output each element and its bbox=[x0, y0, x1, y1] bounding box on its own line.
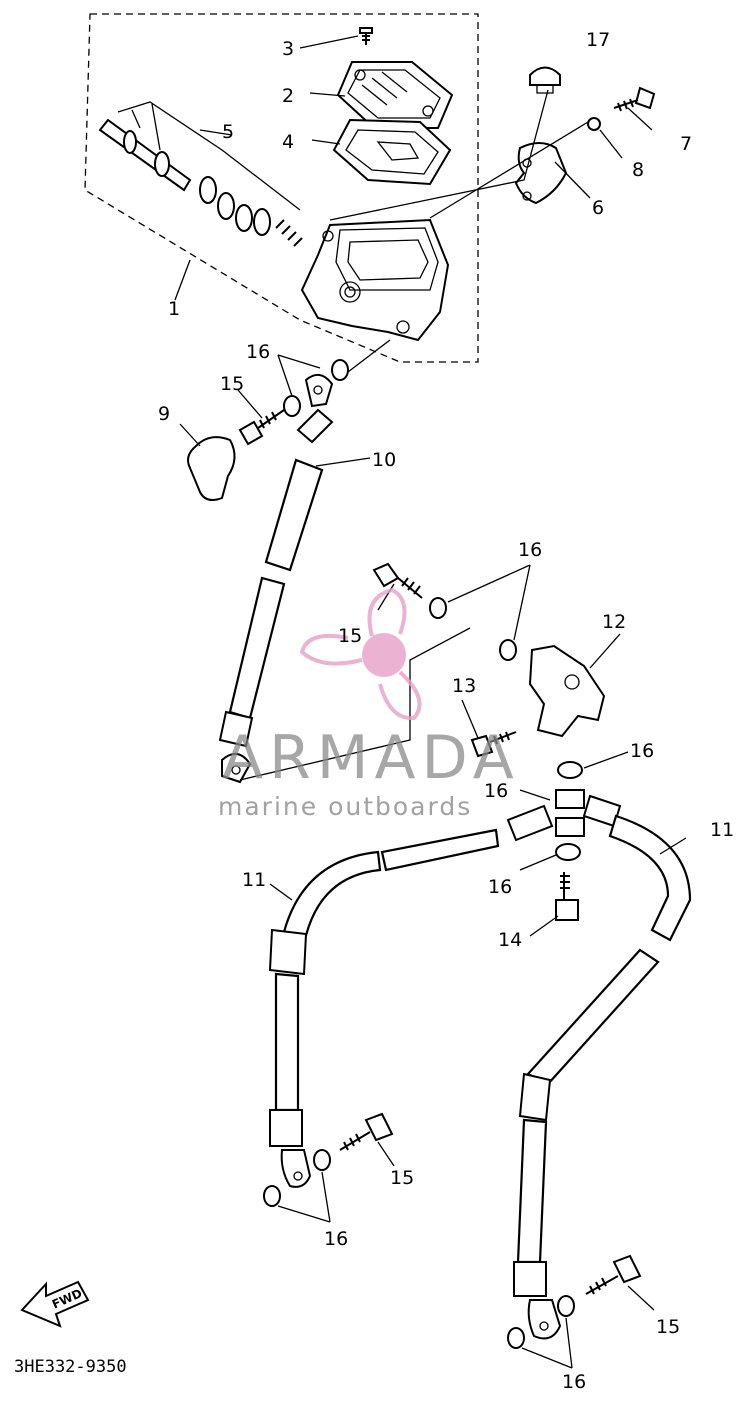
part-11-brake-hose bbox=[513, 794, 692, 1340]
callout: 2 bbox=[282, 85, 294, 107]
callout: 14 bbox=[498, 929, 522, 951]
callout: 1 bbox=[168, 298, 180, 320]
part-13-bolt bbox=[470, 731, 517, 758]
watermark-tagline: marine outboards bbox=[218, 792, 472, 821]
callout: 12 bbox=[602, 611, 626, 633]
fwd-arrow-icon: FWD bbox=[20, 1280, 90, 1328]
part-16-washer bbox=[429, 597, 447, 619]
callout: 10 bbox=[372, 449, 396, 471]
callout: 8 bbox=[632, 159, 644, 181]
callout: 4 bbox=[282, 131, 294, 153]
part-15-union-bolt bbox=[372, 562, 423, 599]
part-2-reservoir-cap bbox=[336, 61, 454, 129]
callout: 7 bbox=[680, 133, 692, 155]
callout: 3 bbox=[282, 38, 294, 60]
assembly-boundary bbox=[84, 13, 479, 363]
part-10-brake-hose bbox=[218, 373, 334, 784]
callout: 16 bbox=[246, 341, 270, 363]
callout: 15 bbox=[338, 625, 362, 647]
part-12-joint bbox=[528, 644, 606, 738]
part-16-washer bbox=[313, 1149, 331, 1171]
part-15-union-bolt bbox=[585, 1254, 642, 1295]
callout: 9 bbox=[158, 403, 170, 425]
part-15-union-bolt bbox=[238, 409, 285, 446]
part-9-cap bbox=[187, 436, 236, 501]
callout: 16 bbox=[562, 1371, 586, 1393]
watermark-brand: ARMADA bbox=[222, 723, 520, 793]
part-16-washer bbox=[557, 1295, 575, 1317]
callout: 16 bbox=[488, 876, 512, 898]
part-8-washer bbox=[587, 117, 601, 131]
part-7-bolt bbox=[613, 86, 656, 112]
part-5-piston-kit bbox=[98, 101, 303, 247]
part-16-washer bbox=[499, 639, 517, 661]
part-3-screw bbox=[359, 27, 373, 45]
part-16-washer bbox=[331, 359, 349, 381]
part-14-bolt bbox=[555, 872, 579, 921]
callout: 17 bbox=[586, 29, 610, 51]
callout: 16 bbox=[324, 1228, 348, 1250]
part-16-washer bbox=[263, 1185, 281, 1207]
part-6-holder bbox=[514, 142, 568, 205]
part-16-washer bbox=[555, 843, 581, 861]
part-16-washer bbox=[283, 395, 301, 417]
callout: 11 bbox=[242, 869, 266, 891]
callout: 11 bbox=[710, 819, 734, 841]
callout: 16 bbox=[484, 780, 508, 802]
part-17-boot bbox=[529, 66, 561, 94]
callout: 15 bbox=[656, 1316, 680, 1338]
callout: 5 bbox=[222, 121, 234, 143]
callout: 16 bbox=[518, 539, 542, 561]
callout: 16 bbox=[630, 740, 654, 762]
diagram-code: 3HE332-9350 bbox=[14, 1357, 127, 1377]
part-15-union-bolt bbox=[339, 1112, 394, 1151]
part-16-washer bbox=[507, 1327, 525, 1349]
part-4-diaphragm bbox=[332, 118, 452, 186]
part-11-brake-hose bbox=[268, 804, 554, 1188]
callout: 13 bbox=[452, 675, 476, 697]
part-16-washer bbox=[557, 761, 583, 779]
callout: 15 bbox=[220, 373, 244, 395]
callout: 15 bbox=[390, 1167, 414, 1189]
callout: 6 bbox=[592, 197, 604, 219]
watermark-logo bbox=[299, 587, 422, 721]
part-1-master-cylinder bbox=[300, 218, 450, 342]
